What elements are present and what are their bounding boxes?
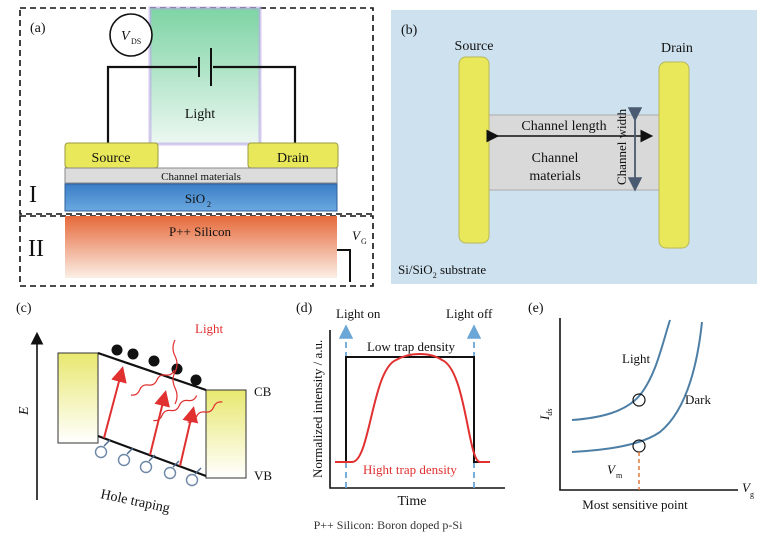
source-label-b: Source — [455, 39, 494, 54]
excitation-arrow — [103, 366, 127, 439]
light-curve-label: Light — [622, 351, 651, 366]
panel-e-tag: (e) — [528, 301, 544, 316]
region-1-box — [19, 7, 374, 215]
panel-d-axes — [329, 330, 505, 489]
figure-caption: P++ Silicon: Boron doped p-Si — [313, 518, 463, 532]
channel-width-label: Channel width — [614, 108, 629, 185]
vds-meter — [109, 13, 153, 57]
vg-wire — [337, 249, 351, 282]
hole — [185, 473, 199, 487]
electron — [190, 374, 202, 386]
cb-label: CB — [254, 384, 272, 399]
panel-b-tag: (b) — [401, 23, 418, 38]
hole — [94, 445, 108, 459]
electron — [171, 363, 183, 375]
photon-wave — [130, 369, 175, 396]
excitation-arrow — [179, 406, 199, 467]
light-curve — [571, 319, 671, 421]
sio2-label: SiO — [185, 191, 205, 206]
photon-wave — [172, 339, 178, 405]
panel-c-tag: (c) — [16, 301, 32, 316]
panel-d-tag: (d) — [296, 301, 313, 316]
panel-a-tag: (a) — [30, 21, 46, 36]
silicon-label: P++ Silicon — [169, 224, 231, 239]
high-trap-label: Hight trap density — [363, 462, 457, 477]
region-1-label: I — [29, 182, 37, 208]
sensitive-point-label: Most sensitive point — [582, 497, 688, 512]
vg-symbol: V — [352, 228, 362, 243]
sio2-subscript: 2 — [207, 200, 211, 209]
drain-label: Drain — [277, 151, 309, 166]
vm-subscript: m — [616, 471, 623, 480]
vg-subscript: G — [361, 237, 367, 246]
channel-materials-label-b2: materials — [529, 169, 580, 184]
high-trap-curve — [335, 353, 490, 463]
source-electrode-b — [458, 56, 490, 244]
drain-electrode-b — [658, 61, 690, 249]
vb-label: VB — [254, 468, 272, 483]
left-electrode-band — [57, 352, 99, 444]
hole-trapping-label: Hole traping — [99, 487, 171, 516]
excitation-arrow — [149, 390, 170, 456]
channel-materials-label: Channel materials — [161, 171, 241, 183]
trap-arrows — [103, 439, 202, 475]
low-trap-curve — [335, 356, 490, 463]
panel-e-axes — [559, 318, 738, 491]
trapped-holes — [94, 439, 202, 487]
light-beam-glow — [148, 6, 262, 146]
panel-a: (a) Light V DS Source Drain Channel mate… — [19, 6, 374, 287]
dark-curve — [571, 321, 703, 453]
panel-e: (e) Ids V g Light Dark V m Most sensitiv… — [528, 301, 754, 512]
dark-curve-label: Dark — [685, 392, 711, 407]
electron — [127, 348, 139, 360]
source-label: Source — [92, 151, 131, 166]
light-beam — [150, 8, 260, 144]
light-curve-point — [632, 393, 646, 407]
hole — [117, 453, 131, 467]
channel-materials-label-b1: Channel — [532, 151, 579, 166]
valence-band — [97, 434, 207, 478]
vds-symbol: V — [121, 29, 131, 44]
light-label-c: Light — [195, 321, 224, 336]
panel-b: (b) Source Drain Channel length Channel … — [391, 10, 757, 284]
drain-label-b: Drain — [661, 41, 693, 56]
light-label: Light — [185, 107, 215, 122]
vds-subscript: DS — [131, 37, 141, 46]
panel-d-ylabel: Normalized intensity / a.u. — [310, 340, 325, 478]
vm-symbol: V — [607, 462, 617, 477]
hole — [139, 460, 153, 474]
electron — [148, 355, 160, 367]
low-trap-label: Low trap density — [367, 339, 456, 354]
electrons — [111, 344, 202, 386]
wire-right — [213, 65, 297, 145]
wire-left — [106, 65, 197, 145]
vg-axis-subscript: g — [750, 490, 754, 499]
region-2-box — [19, 215, 374, 287]
oxide-layer — [64, 183, 338, 212]
silicon-layer — [65, 216, 337, 278]
panel-d: (d) Normalized intensity / a.u. Time Lig… — [296, 301, 505, 509]
light-on-label: Light on — [336, 306, 381, 321]
panel-c: (c) E Light — [16, 301, 272, 517]
light-off-label: Light off — [446, 306, 493, 321]
region-2-label: II — [28, 236, 44, 262]
substrate-label: Si/SiO2 substrate — [398, 262, 486, 280]
conduction-band — [97, 351, 207, 392]
ids-symbol: Ids — [537, 409, 554, 421]
right-electrode-band — [205, 389, 247, 479]
photon-waves — [130, 339, 223, 423]
channel-length-label: Channel length — [521, 119, 606, 134]
vg-axis-symbol: V — [742, 480, 752, 495]
energy-axis-label: E — [17, 406, 32, 416]
channel-layer — [64, 167, 338, 184]
panel-d-xlabel: Time — [397, 494, 426, 509]
photon-wave — [153, 395, 198, 422]
electron — [111, 344, 123, 356]
hole — [163, 466, 177, 480]
